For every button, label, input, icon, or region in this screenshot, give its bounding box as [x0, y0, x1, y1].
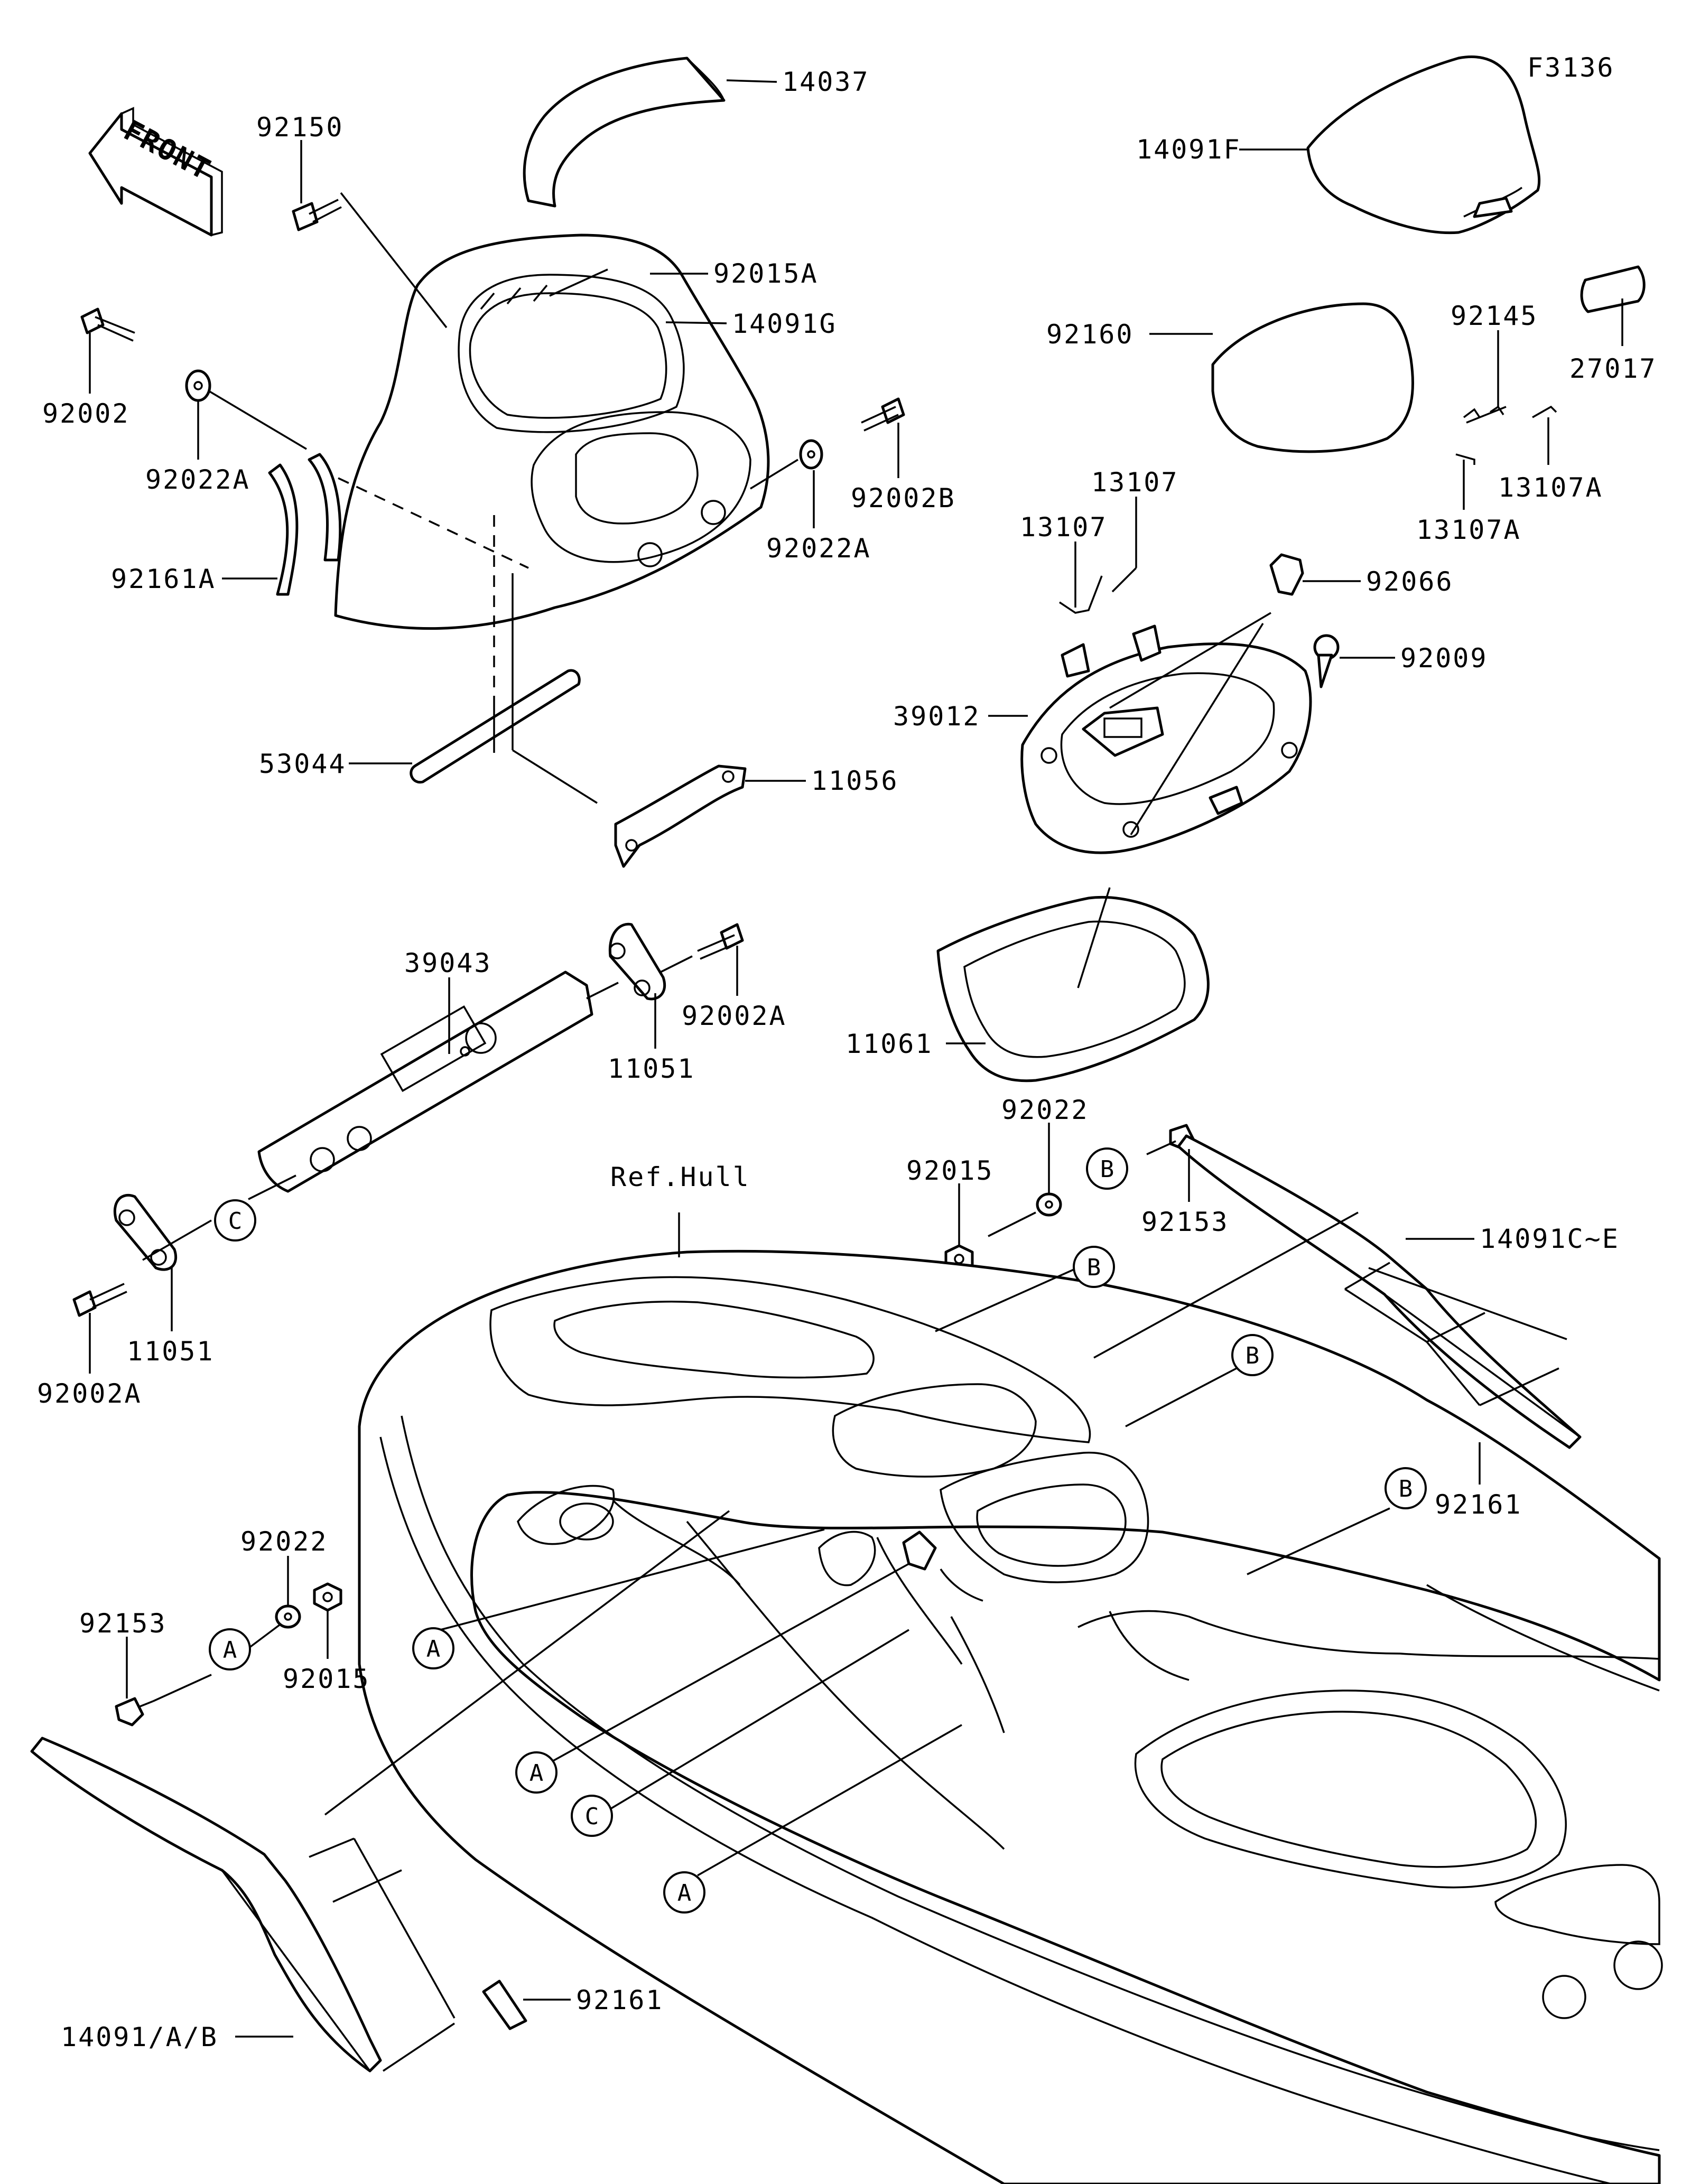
svg-text:C: C: [585, 1803, 599, 1830]
label-92150: 92150: [256, 112, 344, 143]
part-92153-nut-left: [115, 1697, 154, 1726]
label-11051-bottom: 11051: [127, 1336, 215, 1367]
part-11056-bracket: [614, 764, 747, 868]
part-14091F-lid: [1306, 55, 1541, 235]
label-13107-lower: 13107: [1020, 512, 1108, 543]
label-92022-left: 92022: [240, 1526, 328, 1557]
part-39043-panel: [257, 970, 593, 1193]
label-92161-bottom: 92161: [576, 1985, 664, 2015]
label-92022A-left: 92022A: [145, 464, 250, 495]
marker-A-hull3: A: [663, 1871, 705, 1914]
part-92022A-washer-right: [799, 439, 823, 470]
part-92009-screw: [1313, 634, 1340, 688]
svg-text:A: A: [426, 1636, 441, 1663]
marker-B-mid: B: [1073, 1246, 1115, 1288]
svg-text:C: C: [228, 1208, 243, 1235]
part-11051-bracket-top: [608, 922, 666, 1001]
label-92160: 92160: [1046, 319, 1134, 350]
part-92161A-strip: [268, 453, 342, 596]
label-14091-A-B: 14091/A/B: [61, 2022, 218, 2052]
label-92153-left: 92153: [79, 1608, 167, 1639]
part-92002B-bolt: [861, 397, 905, 432]
label-27017: 27017: [1569, 353, 1657, 384]
label-11056: 11056: [811, 766, 899, 796]
part-13107A-pin-center: [1455, 453, 1475, 465]
label-92009: 92009: [1400, 643, 1488, 674]
part-92022-washer-right: [1036, 1192, 1062, 1217]
part-92022A-washer-left: [185, 369, 211, 402]
label-92015-left: 92015: [283, 1664, 370, 1694]
part-92160-gasket: [1211, 302, 1415, 453]
hull-reference: [358, 1249, 1663, 2184]
svg-text:B: B: [1087, 1254, 1101, 1281]
part-92150-bolt: [292, 199, 342, 231]
svg-text:B: B: [1399, 1476, 1413, 1502]
part-92015-nut-left: [313, 1582, 342, 1612]
part-11051-bracket-bottom: [113, 1193, 178, 1271]
label-92015A: 92015A: [713, 258, 819, 289]
label-92022A-right: 92022A: [766, 533, 871, 564]
label-39043: 39043: [404, 948, 492, 978]
label-92022-right: 92022: [1001, 1095, 1089, 1125]
part-27017-pad: [1580, 265, 1646, 313]
marker-B-upper: B: [1086, 1147, 1128, 1190]
label-ref-hull: Ref.Hull: [610, 1162, 750, 1192]
part-92022-washer-left: [275, 1604, 301, 1629]
part-14091G-cowl: [334, 234, 770, 630]
marker-A-hull1: A: [412, 1627, 454, 1669]
label-13107A-center: 13107A: [1416, 515, 1521, 545]
label-92002B: 92002B: [851, 483, 956, 514]
part-39012-storage-bucket: [1020, 624, 1312, 854]
label-92153-right: 92153: [1141, 1207, 1229, 1237]
label-13107-upper: 13107: [1091, 467, 1179, 498]
part-92002A-bolt-bottom: [72, 1283, 127, 1317]
front-arrow-icon: FRONT: [88, 107, 223, 237]
label-92161A: 92161A: [111, 564, 216, 594]
marker-C-hull: C: [571, 1795, 613, 1837]
part-53044-rod: [410, 669, 581, 784]
label-92015-right: 92015: [906, 1155, 994, 1186]
label-14091F: 14091F: [1136, 134, 1241, 165]
part-92002-bolt: [80, 307, 135, 342]
part-92066-plug: [1269, 553, 1304, 596]
label-14091C-E: 14091C~E: [1480, 1224, 1620, 1254]
marker-A-left: A: [209, 1628, 251, 1670]
part-13107A-pin-right: [1532, 405, 1557, 418]
label-92002A-bottom: 92002A: [37, 1378, 142, 1409]
marker-A-hull2: A: [515, 1751, 558, 1794]
label-53044: 53044: [259, 749, 347, 779]
svg-text:B: B: [1246, 1342, 1260, 1369]
figure-code: F3136: [1527, 52, 1615, 83]
svg-text:A: A: [529, 1760, 544, 1787]
part-92161-strip-left: [482, 1980, 527, 2030]
label-92002A-top: 92002A: [682, 1001, 787, 1031]
svg-text:A: A: [677, 1880, 692, 1907]
part-92002A-bolt-top: [697, 923, 744, 960]
svg-text:A: A: [223, 1637, 237, 1664]
part-13107-pins: [1059, 567, 1137, 614]
part-14091-A-B-mat-left: [30, 1737, 382, 2073]
label-92066: 92066: [1366, 566, 1454, 597]
label-14091G: 14091G: [732, 309, 837, 339]
label-92161-right: 92161: [1435, 1489, 1522, 1520]
marker-C-upper: C: [214, 1199, 256, 1242]
marker-B-right1: B: [1231, 1334, 1274, 1376]
label-39012: 39012: [893, 701, 981, 732]
label-14037: 14037: [782, 67, 870, 97]
part-92145-clips: [1463, 405, 1507, 424]
label-92145: 92145: [1451, 301, 1538, 331]
label-11061: 11061: [846, 1029, 933, 1059]
label-13107A-right: 13107A: [1498, 472, 1603, 503]
part-14037-grab-handle: [523, 57, 726, 208]
label-11051-top: 11051: [608, 1053, 695, 1084]
part-11061-gasket: [936, 895, 1210, 1082]
part-14091C-E-mat-right: [1177, 1134, 1582, 1449]
marker-B-right2: B: [1385, 1467, 1427, 1509]
svg-text:B: B: [1100, 1156, 1114, 1183]
label-92002: 92002: [42, 398, 130, 429]
